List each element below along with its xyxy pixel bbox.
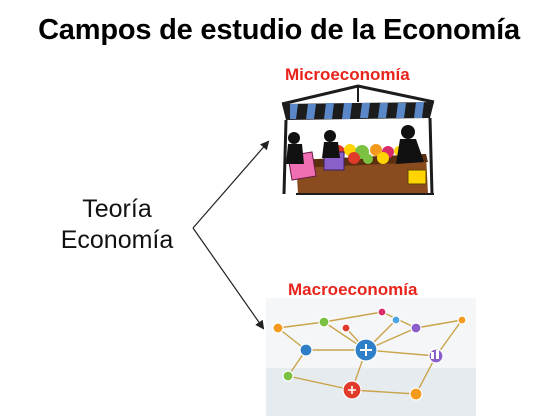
root-node-line-2: Economía: [60, 226, 174, 254]
market-stall-icon: [281, 84, 435, 195]
slide-title: Campos de estudio de la Economía: [38, 14, 520, 46]
arrow-to-microeconomia: [192, 140, 270, 229]
network-graph-icon: [266, 298, 476, 416]
microeconomia-label: Microeconomía: [285, 65, 410, 84]
arrow-to-macroeconomia: [192, 227, 265, 330]
macroeconomia-label: Macroeconomía: [288, 280, 418, 299]
root-node-line-1: Teoría: [82, 195, 152, 223]
root-node-label: Teoría Economía: [42, 194, 192, 256]
